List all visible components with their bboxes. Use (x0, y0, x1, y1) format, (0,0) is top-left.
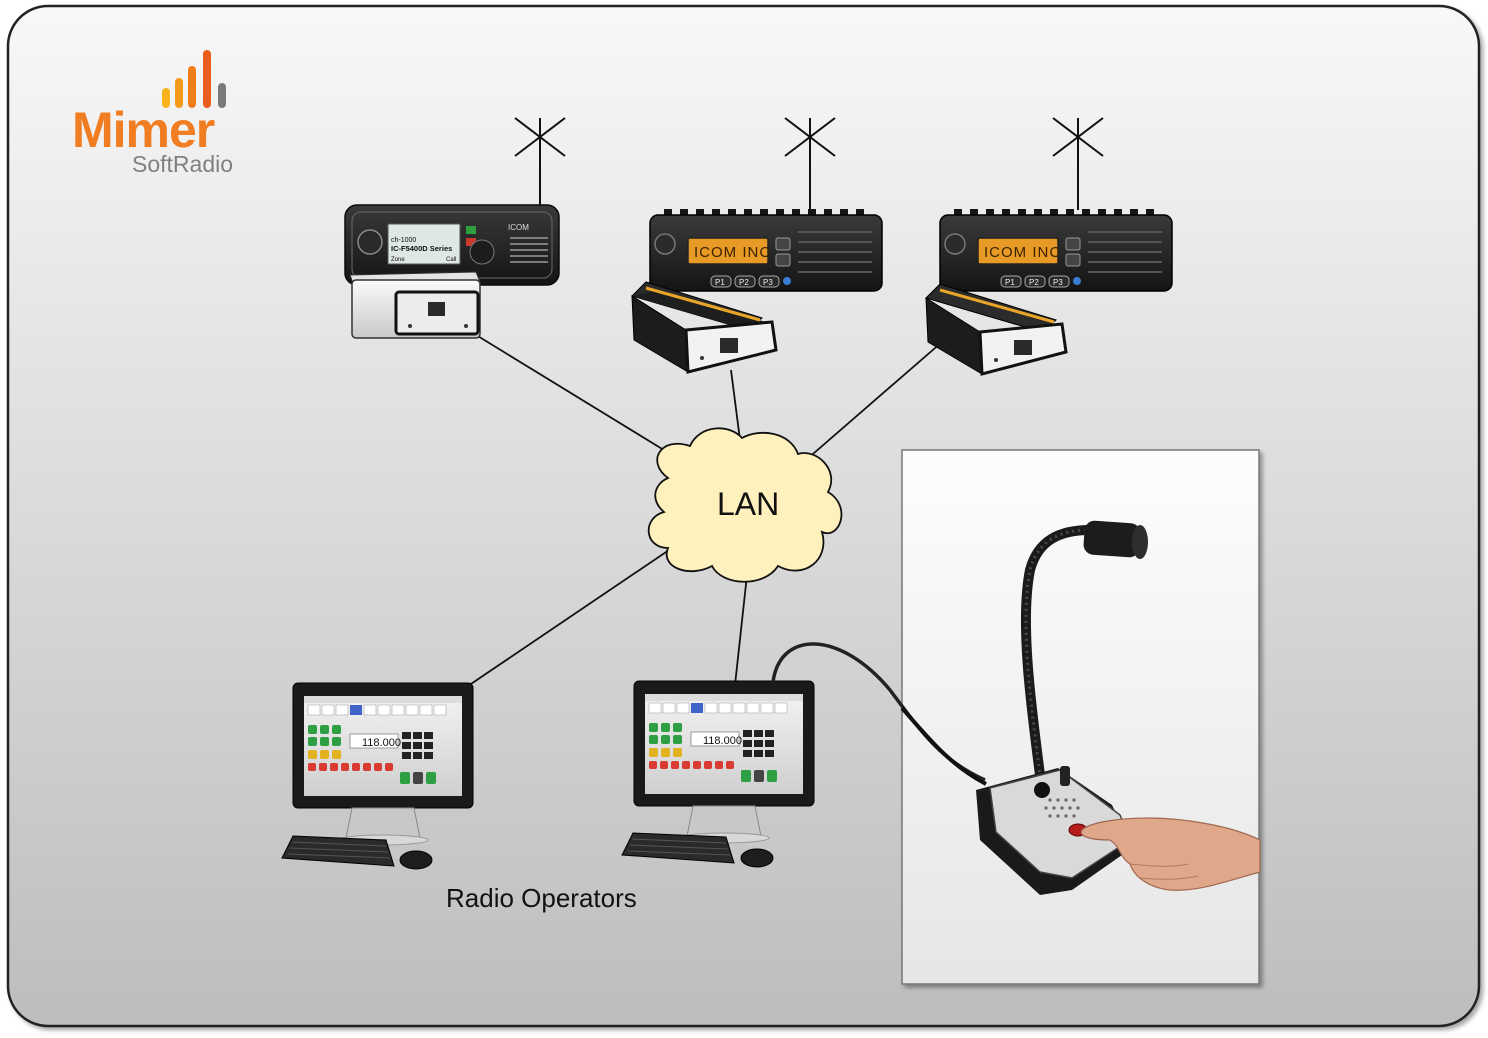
interface-box-icon (631, 281, 778, 374)
keyboard-icon (621, 832, 735, 864)
keyboard-icon (281, 835, 395, 867)
logo-tagline: SoftRadio (132, 151, 233, 177)
computer-monitor-icon: 118.000 (292, 682, 474, 846)
mouse-icon (740, 848, 774, 868)
radio-icon: ch-1000 IC-F5400D Series Zone Call ICOM (344, 204, 560, 286)
mimer-logo: Mimer SoftRadio (72, 50, 233, 177)
interface-box-icon (925, 283, 1068, 376)
antenna-icon (514, 117, 566, 205)
radio-2-button-p3: P3 (763, 278, 773, 287)
hand (1080, 817, 1261, 891)
desk-microphone-icon (976, 520, 1261, 895)
link-operator-2 (734, 574, 748, 686)
radio-1-display-line2: IC-F5400D Series (391, 244, 452, 253)
antenna-icon (1052, 117, 1104, 210)
network-links (464, 329, 943, 689)
radio-3-display: ICOM INC (984, 244, 1061, 261)
radio-3-button-p3: P3 (1053, 278, 1063, 287)
radio-3-button-p2: P2 (1029, 278, 1039, 287)
radio-2-button-p2: P2 (739, 278, 749, 287)
signal-bars-icon (162, 50, 226, 108)
radio-icon: ICOM INC P1 P2 P3 (649, 209, 883, 292)
mouse-icon (399, 850, 433, 870)
radio-3: ICOM INC P1 P2 P3 (925, 209, 1173, 376)
desk-microphone-photo (901, 449, 1260, 985)
link-radio-2 (730, 369, 741, 441)
radio-1-brand: ICOM (508, 223, 529, 232)
radio-icon: ICOM INC P1 P2 P3 (939, 209, 1173, 292)
radio-1: ch-1000 IC-F5400D Series Zone Call ICOM (344, 204, 560, 339)
link-radio-3 (805, 341, 943, 461)
radio-1-display-line3: Zone (391, 257, 405, 263)
radio-1-display-line1: ch-1000 (391, 237, 416, 244)
logo-name: Mimer (72, 102, 215, 158)
operators-label: Radio Operators (446, 883, 637, 913)
radio-2-display: ICOM INC (694, 244, 771, 261)
workstation-1-frequency: 118.000 (362, 737, 401, 749)
lan-cloud: LAN (647, 427, 843, 583)
radio-2: ICOM INC P1 P2 P3 (631, 209, 883, 374)
antenna-icon (784, 117, 836, 210)
workstation-2-frequency: 118.000 (703, 735, 742, 747)
cloud-icon (647, 427, 843, 583)
link-radio-1 (467, 329, 673, 456)
radio-3-button-p1: P1 (1005, 278, 1015, 287)
radio-2-button-p1: P1 (715, 278, 725, 287)
workstation-1: 118.000 (281, 682, 474, 870)
lan-label: LAN (717, 486, 779, 522)
interface-box-icon (349, 271, 481, 339)
radio-1-display-line4: Call (446, 257, 456, 263)
link-operator-1 (464, 547, 673, 689)
workstation-2: 118.000 (621, 680, 815, 868)
